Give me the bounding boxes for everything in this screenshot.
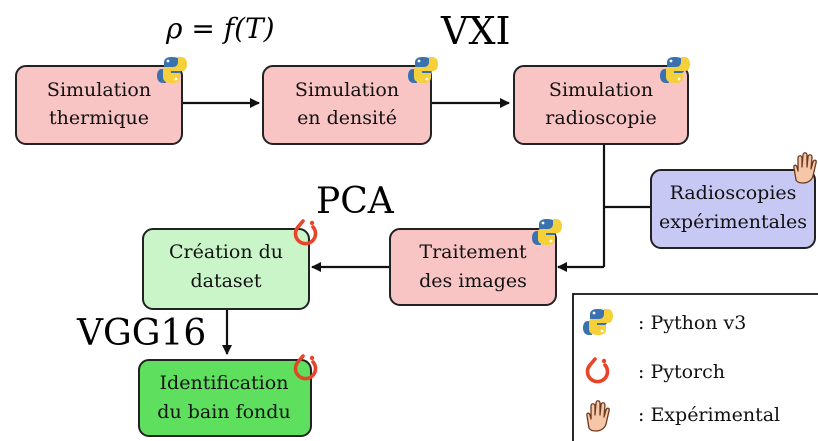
python-icon <box>408 57 438 83</box>
node-simulation-thermique: Simulation thermique <box>15 57 187 145</box>
node-label-line1: Traitement <box>419 241 527 263</box>
pytorch-icon <box>585 356 610 384</box>
node-label-line2: en densité <box>297 107 397 129</box>
pca-label: PCA <box>316 181 395 222</box>
legend-experimental-label: : Expérimental <box>638 404 780 426</box>
node-label-line2: radioscopie <box>545 107 656 129</box>
python-icon <box>532 219 562 245</box>
node-label-line1: Simulation <box>295 79 399 101</box>
density-formula-label: ρ = f(T) <box>165 12 275 45</box>
node-identification-bain-fondu: Identification du bain fondu <box>138 353 318 437</box>
node-traitement-images: Traitement des images <box>389 219 562 306</box>
node-label-line1: Simulation <box>47 79 151 101</box>
node-label-line2: expérimentales <box>659 211 807 233</box>
connectors <box>182 98 651 355</box>
node-label-line2: thermique <box>49 107 149 129</box>
node-creation-dataset: Création du dataset <box>142 219 318 310</box>
node-label-line2: dataset <box>190 270 261 292</box>
node-simulation-densite: Simulation en densité <box>262 57 438 145</box>
vgg16-label: VGG16 <box>76 313 206 354</box>
node-label-line1: Identification <box>160 372 289 394</box>
vxi-label: VXI <box>440 9 511 53</box>
legend-python-label: : Python v3 <box>638 312 746 334</box>
legend: : Python v3 : Pytorch : Expérimental <box>572 293 818 441</box>
legend-pytorch-label: : Pytorch <box>638 361 725 383</box>
python-icon <box>583 309 613 335</box>
node-label-line1: Simulation <box>549 79 653 101</box>
node-simulation-radioscopie: Simulation radioscopie <box>513 57 690 145</box>
node-label-line2: des images <box>419 270 527 292</box>
legend-border <box>572 293 818 441</box>
node-label-line1: Création du <box>169 241 283 263</box>
hand-icon <box>586 400 610 432</box>
node-label-line2: du bain fondu <box>157 401 290 423</box>
node-radioscopies-experimentales: Radioscopies expérimentales <box>650 152 817 249</box>
node-label-line1: Radioscopies <box>670 182 797 204</box>
